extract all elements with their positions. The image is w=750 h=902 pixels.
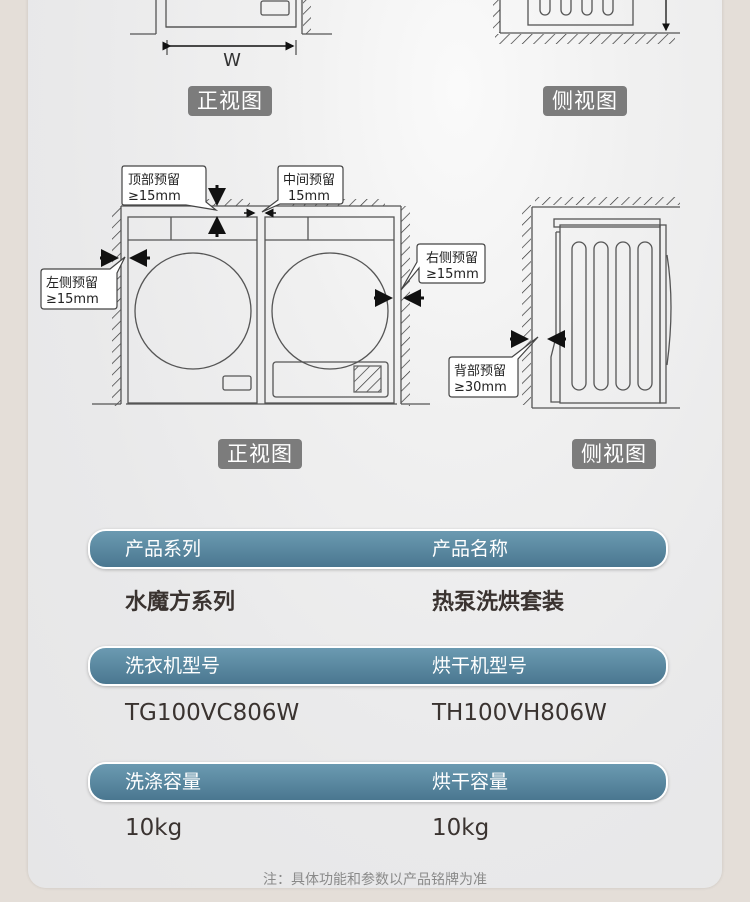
spec-label: 烘干机型号 [432,655,528,677]
side-view-diagram [522,197,680,409]
spec-header-bar: 洗涤容量 烘干容量 [88,762,668,802]
clearance-arrows [100,185,566,348]
spec-label: 产品系列 [125,538,202,560]
spec-label: 洗衣机型号 [125,655,221,677]
spec-label: 烘干容量 [432,771,509,793]
top-front-view-tag: 正视图 [188,86,272,116]
top-side-view-diagram [493,0,680,44]
callout-middle-clearance: 中间预留 15mm [261,165,344,213]
spec-value: TG100VC806W [125,700,300,726]
width-dimension-label: W [223,50,241,71]
side-view-tag: 侧视图 [572,439,656,469]
spec-value: 10kg [432,815,490,841]
spec-header-bar: 产品系列 产品名称 [88,529,668,569]
spec-label: 产品名称 [432,538,509,560]
footnote: 注：具体功能和参数以产品铭牌为准 [263,872,487,888]
spec-value: 10kg [125,815,183,841]
front-view-diagram [92,199,430,406]
installation-diagrams: 顶部预留 ≥15mm 中间预留 15mm 左侧预留 ≥15mm 右侧预留 ≥15… [40,0,680,409]
callout-right-value: ≥15mm [426,267,479,282]
front-view-tag: 正视图 [218,439,302,469]
top-side-view-tag: 侧视图 [543,86,627,116]
callout-middle-title: 中间预留 [283,173,335,188]
spec-value: 热泵洗烘套装 [432,590,565,615]
callout-middle-value: 15mm [288,189,330,204]
callout-back-title: 背部预留 [454,364,506,379]
callout-top-clearance: 顶部预留 ≥15mm [121,165,219,211]
spec-value: TH100VH806W [432,700,607,726]
callout-back-value: ≥30mm [454,380,507,395]
callout-right-title: 右侧预留 [426,251,478,266]
callout-top-value: ≥15mm [128,189,181,204]
callout-left-value: ≥15mm [46,292,99,307]
callout-left-title: 左侧预留 [46,276,98,291]
spec-label: 洗涤容量 [125,771,202,793]
callout-top-title: 顶部预留 [128,173,180,188]
spec-value: 水魔方系列 [125,590,236,615]
callout-left-clearance: 左侧预留 ≥15mm [40,256,126,310]
top-front-view-diagram [130,0,332,55]
spec-header-bar: 洗衣机型号 烘干机型号 [88,646,668,686]
callout-back-clearance: 背部预留 ≥30mm [448,336,539,398]
callout-right-clearance: 右侧预留 ≥15mm [400,243,486,291]
